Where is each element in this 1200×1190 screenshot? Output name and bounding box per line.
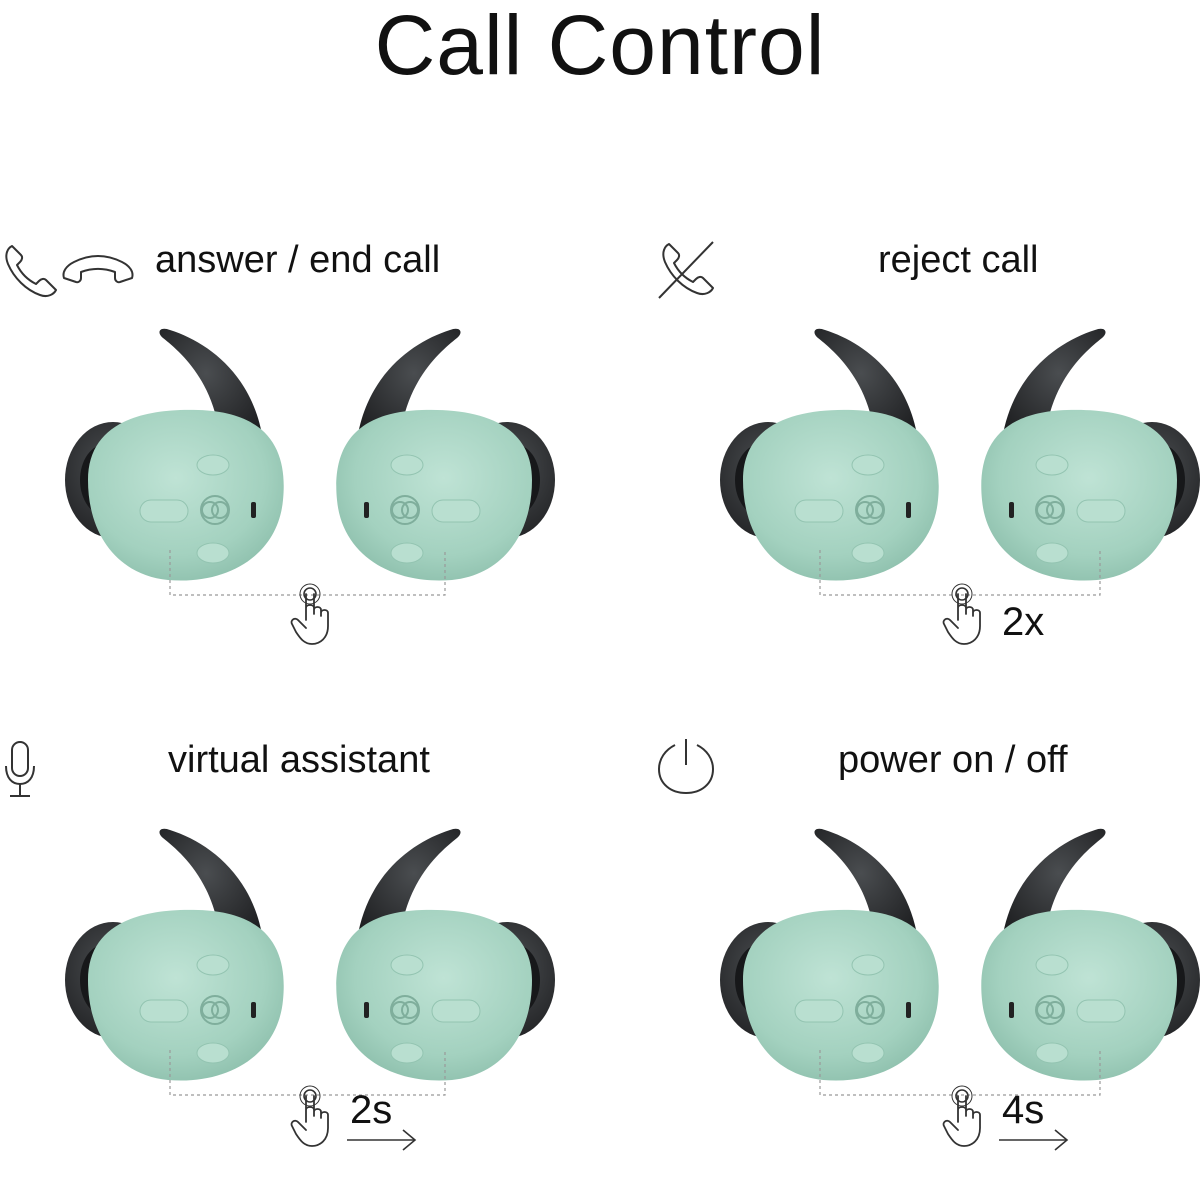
earbuds-illustration — [64, 327, 556, 596]
power-icon — [657, 739, 715, 795]
arrow-right-icon — [999, 1129, 1069, 1151]
earbuds-illustration — [64, 827, 556, 1096]
page-title: Call Control — [374, 0, 826, 92]
panel-label: virtual assistant — [168, 739, 430, 781]
panel-label: reject call — [878, 239, 1039, 281]
hold-duration: 4s — [1002, 1088, 1045, 1132]
hang-up-icon — [62, 255, 134, 284]
phone-icon — [5, 245, 57, 298]
press-hold-hand-icon — [290, 1085, 329, 1147]
press-hold-hand-icon — [942, 1085, 981, 1147]
phone-crossed-icon — [658, 241, 714, 299]
tap-count: 2x — [1002, 600, 1045, 644]
panel-power: power on / off 4s — [600, 720, 1200, 1190]
arrow-right-icon — [347, 1129, 417, 1151]
microphone-icon — [5, 741, 35, 797]
tap-hand-icon — [290, 583, 329, 645]
panel-answer-end-call: answer / end call — [0, 220, 600, 690]
panel-label: power on / off — [838, 739, 1068, 781]
panel-label: answer / end call — [155, 239, 441, 281]
panel-virtual-assistant: virtual assistant 2s — [0, 720, 600, 1190]
panel-reject-call: reject call 2x — [600, 220, 1200, 690]
tap-hand-icon — [942, 583, 981, 645]
hold-duration: 2s — [350, 1088, 393, 1132]
